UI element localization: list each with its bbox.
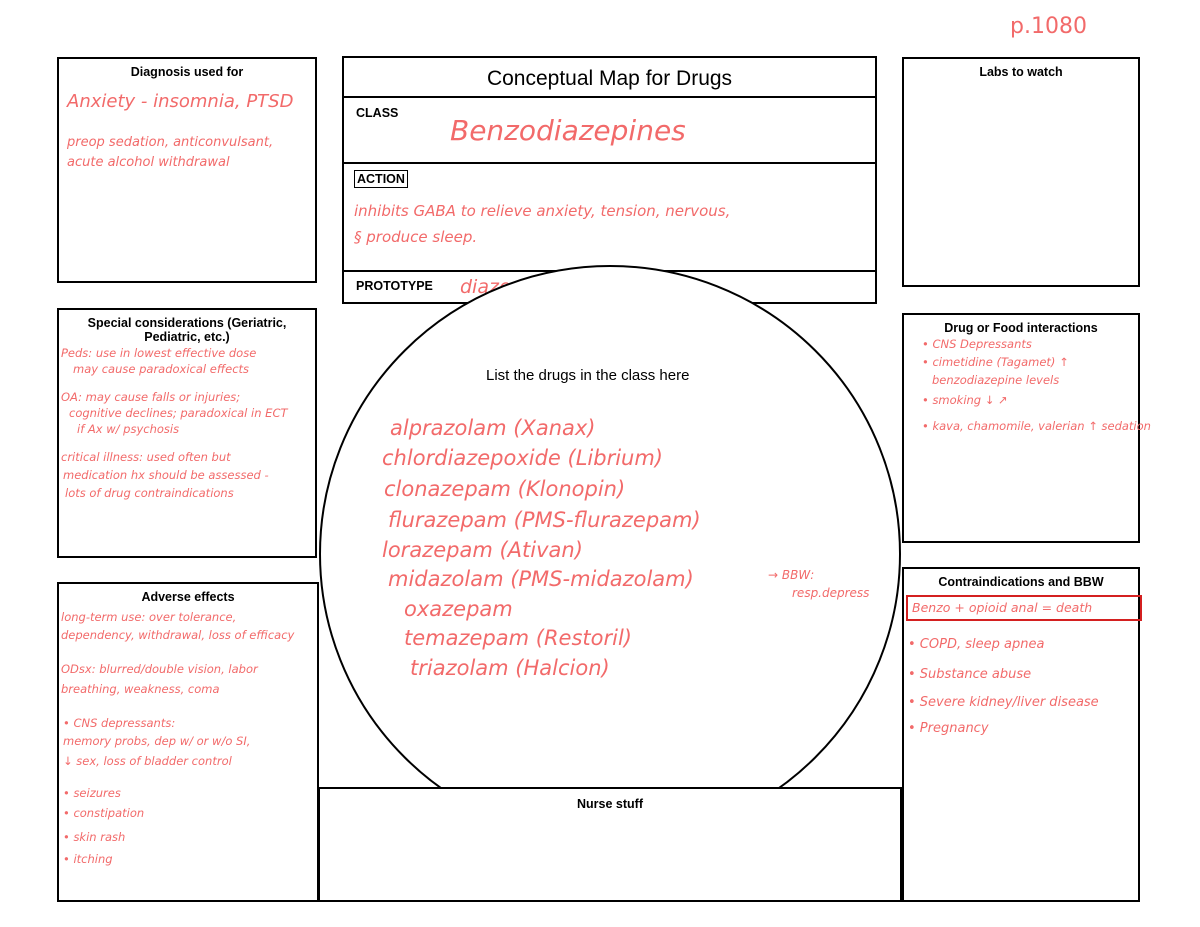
special-box: Special considerations (Geriatric, Pedia…	[57, 308, 317, 558]
center-heading: List the drugs in the class here	[486, 367, 690, 384]
page-title: Conceptual Map for Drugs	[486, 67, 733, 90]
special-line: cognitive declines; paradoxical in ECT	[69, 406, 288, 420]
adverse-line: memory probs, dep w/ or w/o SI,	[63, 734, 251, 748]
diagnosis-title: Diagnosis used for	[130, 65, 244, 79]
drug-item: clonazepam (Klonopin)	[384, 477, 626, 501]
labs-title: Labs to watch	[979, 65, 1063, 79]
drug-item: flurazepam (PMS-flurazepam)	[388, 508, 701, 532]
adverse-box: Adverse effects long-term use: over tole…	[57, 582, 319, 902]
adverse-line: • itching	[63, 852, 113, 866]
interactions-line: • smoking ↓ ↗	[922, 393, 1008, 407]
interactions-line: • CNS Depressants	[922, 337, 1032, 351]
diagnosis-box: Diagnosis used for Anxiety - insomnia, P…	[57, 57, 317, 283]
interactions-line: • cimetidine (Tagamet) ↑	[922, 355, 1069, 369]
adverse-line: • constipation	[63, 806, 145, 820]
action-line: § produce sleep.	[354, 228, 478, 246]
contra-box: Contraindications and BBW Benzo + opioid…	[902, 567, 1142, 902]
prototype-label: PROTOTYPE	[356, 279, 433, 293]
contra-title: Contraindications and BBW	[938, 575, 1104, 589]
interactions-line: • kava, chamomile, valerian ↑ sedation	[922, 419, 1151, 433]
drug-item: triazolam (Halcion)	[410, 656, 610, 680]
drug-item: oxazepam	[404, 597, 513, 621]
adverse-line: • seizures	[63, 786, 121, 800]
special-title: Special considerations (Geriatric,	[87, 316, 287, 330]
adverse-line: ↓ sex, loss of bladder control	[63, 754, 232, 768]
special-line: lots of drug contraindications	[65, 486, 234, 500]
special-line: Peds: use in lowest effective dose	[61, 346, 257, 360]
page-number: p.1080	[1010, 14, 1087, 39]
interactions-box: Drug or Food interactions • CNS Depressa…	[902, 313, 1151, 543]
drug-item: alprazolam (Xanax)	[390, 416, 596, 440]
class-value: Benzodiazepines	[450, 114, 686, 147]
class-label: CLASS	[356, 106, 399, 120]
adverse-line: • skin rash	[63, 830, 126, 844]
diagnosis-line: Anxiety - insomnia, PTSD	[67, 91, 294, 112]
diagnosis-line: preop sedation, anticonvulsant,	[67, 135, 274, 150]
adverse-line: dependency, withdrawal, loss of efficacy	[61, 628, 295, 642]
special-line: critical illness: used often but	[61, 450, 231, 464]
bbw-note: → BBW:	[768, 568, 815, 582]
special-line: if Ax w/ psychosis	[77, 422, 180, 436]
action-line: inhibits GABA to relieve anxiety, tensio…	[354, 202, 731, 220]
bbw-note: resp.depress	[792, 586, 870, 600]
adverse-line: ODsx: blurred/double vision, labor	[61, 662, 258, 676]
special-line: may cause paradoxical effects	[73, 362, 250, 376]
drug-item: lorazepam (Ativan)	[382, 538, 583, 562]
nurse-box: Nurse stuff	[318, 787, 902, 902]
bbw-text: Benzo + opioid anal = death	[912, 600, 1093, 615]
action-label: ACTION	[354, 170, 408, 188]
class-box: CLASS Benzodiazepines	[342, 96, 877, 164]
bbw-highlight-box: Benzo + opioid anal = death	[906, 595, 1142, 621]
adverse-line: breathing, weakness, coma	[61, 682, 220, 696]
contra-line: • Substance abuse	[908, 667, 1032, 682]
title-box: Conceptual Map for Drugs	[342, 56, 877, 98]
adverse-line: long-term use: over tolerance,	[61, 610, 237, 624]
adverse-title: Adverse effects	[141, 590, 235, 604]
interactions-line: benzodiazepine levels	[932, 373, 1060, 387]
drug-item: temazepam (Restoril)	[404, 626, 632, 650]
labs-box: Labs to watch	[902, 57, 1140, 287]
adverse-line: • CNS depressants:	[63, 716, 176, 730]
drug-item: chlordiazepoxide (Librium)	[382, 446, 663, 470]
interactions-title: Drug or Food interactions	[944, 321, 1098, 335]
drug-item: midazolam (PMS-midazolam)	[388, 567, 694, 591]
diagnosis-line: acute alcohol withdrawal	[67, 155, 230, 170]
special-line: medication hx should be assessed -	[63, 468, 269, 482]
contra-line: • Pregnancy	[908, 721, 989, 736]
contra-line: • Severe kidney/liver disease	[908, 695, 1099, 710]
contra-line: • COPD, sleep apnea	[908, 637, 1045, 652]
special-title: Pediatric, etc.)	[144, 330, 230, 344]
action-box: ACTION inhibits GABA to relieve anxiety,…	[342, 162, 877, 272]
special-line: OA: may cause falls or injuries;	[61, 390, 241, 404]
nurse-title: Nurse stuff	[577, 797, 643, 811]
